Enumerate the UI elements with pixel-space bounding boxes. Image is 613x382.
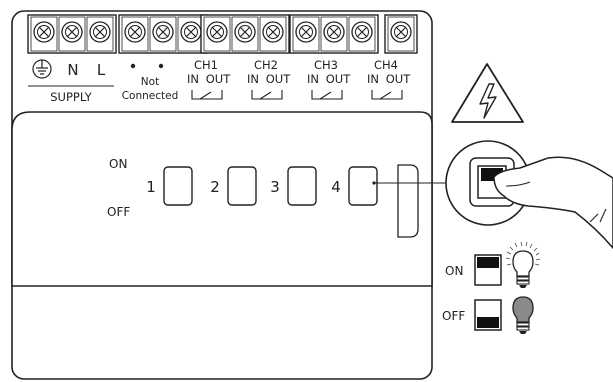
switch-number-3: 3: [270, 178, 280, 196]
legend-on-label: ON: [445, 264, 463, 278]
switch-number-4: 4: [331, 178, 341, 196]
dip-switch-4[interactable]: [348, 166, 378, 206]
bulb-on-icon: [505, 241, 541, 288]
channel-label-1: CH1: [194, 58, 218, 72]
channel-label-4: CH4: [374, 58, 398, 72]
channel-in-label-1: IN: [187, 72, 199, 86]
panel-on-label: ON: [109, 157, 127, 171]
panel-handle: [397, 164, 419, 238]
bulb-off-icon: [512, 296, 534, 334]
terminal-block: [27, 14, 418, 54]
channel-in-label-4: IN: [367, 72, 379, 86]
dip-switch-3[interactable]: [287, 166, 317, 206]
dip-switches: 1 2 3 4: [146, 166, 378, 206]
terminal-screw-5: [149, 16, 177, 52]
terminal-screw-6: [177, 16, 205, 52]
live-label: L: [97, 61, 106, 79]
terminal-screw-9: [259, 16, 287, 52]
relay-contact-4: [371, 90, 403, 100]
relay-contact-3: [311, 90, 343, 100]
terminal-screw-13: [387, 16, 415, 52]
terminal-screw-8: [231, 16, 259, 52]
terminal-screw-1: [30, 16, 58, 52]
channel-out-label-3: OUT: [326, 72, 351, 86]
finger-hand-icon: [493, 156, 613, 250]
relay-switch-2: [259, 91, 272, 100]
switch-number-2: 2: [210, 178, 220, 196]
channel-out-label-1: OUT: [206, 72, 231, 86]
not-connected-label-line1: Not: [141, 76, 159, 88]
not-connected-label-line2: Connected: [122, 90, 179, 102]
terminal-screw-7: [203, 16, 231, 52]
nc-dot-1: [130, 63, 136, 69]
channel-label-3: CH3: [314, 58, 338, 72]
dip-switch-2[interactable]: [227, 166, 257, 206]
neutral-label: N: [67, 61, 78, 79]
legend-off-label: OFF: [442, 309, 465, 323]
relay-contact-2: [251, 90, 283, 100]
supply-labels: N L SUPPLY Not Connected: [28, 59, 179, 104]
supply-label: SUPPLY: [50, 90, 92, 104]
terminal-screw-12: [348, 16, 376, 52]
terminal-screw-2: [58, 16, 86, 52]
legend-off-toggle: [477, 317, 499, 328]
channel-in-label-2: IN: [247, 72, 259, 86]
front-panel: [11, 111, 433, 287]
legend-on-toggle: [477, 257, 499, 268]
channel-out-label-2: OUT: [266, 72, 291, 86]
terminal-screw-11: [320, 16, 348, 52]
switch-number-1: 1: [146, 178, 156, 196]
relay-switch-1: [199, 91, 212, 100]
dip-switch-1[interactable]: [163, 166, 193, 206]
terminal-screw-10: [292, 16, 320, 52]
terminal-screw-4: [121, 16, 149, 52]
high-voltage-warning-icon: [451, 63, 524, 123]
relay-switch-4: [379, 91, 392, 100]
relay-contact-1: [191, 90, 223, 100]
channel-label-2: CH2: [254, 58, 278, 72]
relay-switch-3: [319, 91, 332, 100]
nc-dot-2: [158, 63, 164, 69]
channel-out-label-4: OUT: [386, 72, 411, 86]
panel-off-label: OFF: [107, 205, 130, 219]
terminal-screw-3: [86, 16, 114, 52]
channel-in-label-3: IN: [307, 72, 319, 86]
